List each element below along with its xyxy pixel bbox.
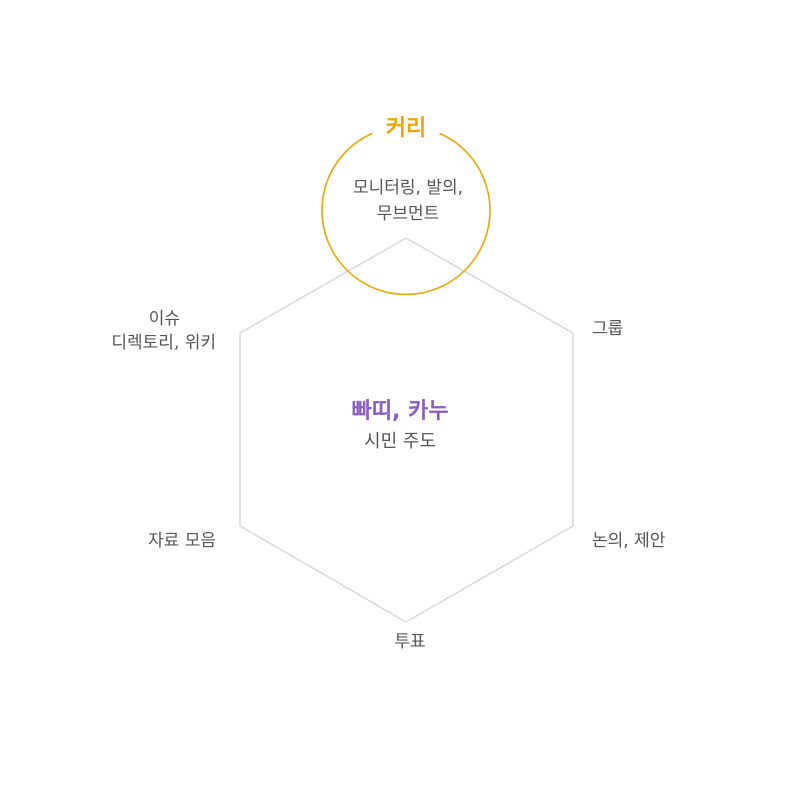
node-upper-right: 그룹 — [592, 319, 624, 339]
center-label: 빠띠, 카누 시민 주도 — [300, 396, 500, 456]
node-upper-left-line1: 이슈 — [148, 309, 180, 329]
node-upper-left: 이슈 디렉토리, 위키 — [60, 307, 216, 355]
top-circle-line1: 모니터링, 발의, — [353, 178, 463, 198]
node-upper-left-line2: 디렉토리, 위키 — [111, 333, 216, 353]
center-subtitle: 시민 주도 — [364, 431, 436, 452]
node-bottom: 투표 — [394, 632, 426, 652]
top-circle-title: 커리 — [386, 116, 426, 141]
node-lower-left: 자료 모음 — [148, 531, 216, 551]
center-title: 빠띠, 카누 — [351, 399, 449, 424]
top-circle-line2: 무브먼트 — [377, 204, 440, 224]
top-circle — [321, 132, 491, 296]
hexagon — [239, 237, 574, 623]
node-lower-right: 논의, 제안 — [592, 531, 666, 551]
